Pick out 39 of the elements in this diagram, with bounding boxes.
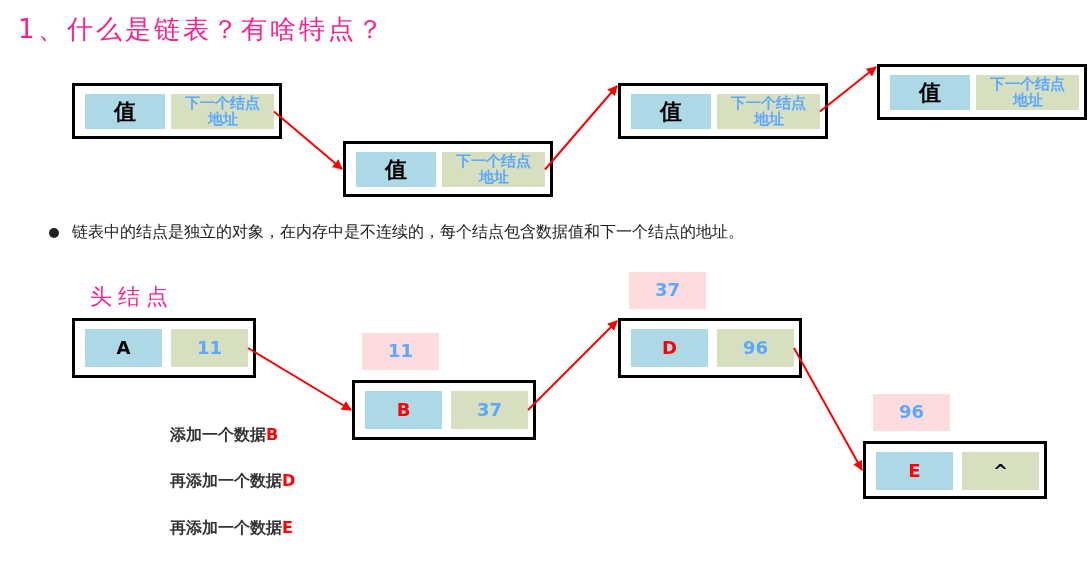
list-node-box	[863, 441, 1047, 499]
list-node-box	[618, 318, 802, 378]
arrow	[793, 347, 863, 471]
step-note: 再添加一个数据E	[170, 518, 293, 539]
address-tag: 11	[362, 333, 439, 370]
list-node-box	[877, 64, 1087, 120]
pointer-cell: 11	[171, 329, 248, 367]
value-cell: D	[631, 329, 708, 367]
bullet-text: 链表中的结点是独立的对象，在内存中是不连续的，每个结点包含数据值和下一个结点的地址。	[72, 222, 744, 243]
pointer-cell: 下一个结点地址	[717, 94, 820, 129]
value-cell: A	[85, 329, 162, 367]
list-node-box	[72, 318, 256, 378]
address-tag: 37	[629, 272, 706, 309]
head-node-heading: 头结点	[90, 283, 174, 311]
address-tag: 96	[873, 394, 950, 431]
list-node-box	[618, 83, 828, 139]
value-cell: B	[365, 391, 442, 429]
list-node-box	[72, 83, 282, 139]
step-note: 添加一个数据B	[170, 425, 279, 446]
value-cell: 值	[356, 152, 436, 187]
value-cell: 值	[85, 94, 165, 129]
arrow	[819, 66, 877, 113]
list-node-box	[343, 141, 553, 197]
value-cell: 值	[890, 75, 970, 110]
value-cell: E	[876, 452, 953, 490]
pointer-cell: ^	[962, 452, 1039, 490]
list-node-box	[352, 380, 536, 440]
step-note: 再添加一个数据D	[170, 471, 296, 492]
pointer-cell: 下一个结点地址	[976, 75, 1079, 110]
pointer-cell: 下一个结点地址	[442, 152, 545, 187]
arrow	[544, 85, 618, 171]
pointer-cell: 下一个结点地址	[171, 94, 274, 129]
arrow	[247, 347, 352, 411]
pointer-cell: 96	[717, 329, 794, 367]
value-cell: 值	[631, 94, 711, 129]
arrow	[527, 320, 618, 411]
pointer-cell: 37	[451, 391, 528, 429]
arrow	[273, 110, 343, 170]
slide-title: 1、什么是链表？有啥特点？	[18, 13, 386, 46]
